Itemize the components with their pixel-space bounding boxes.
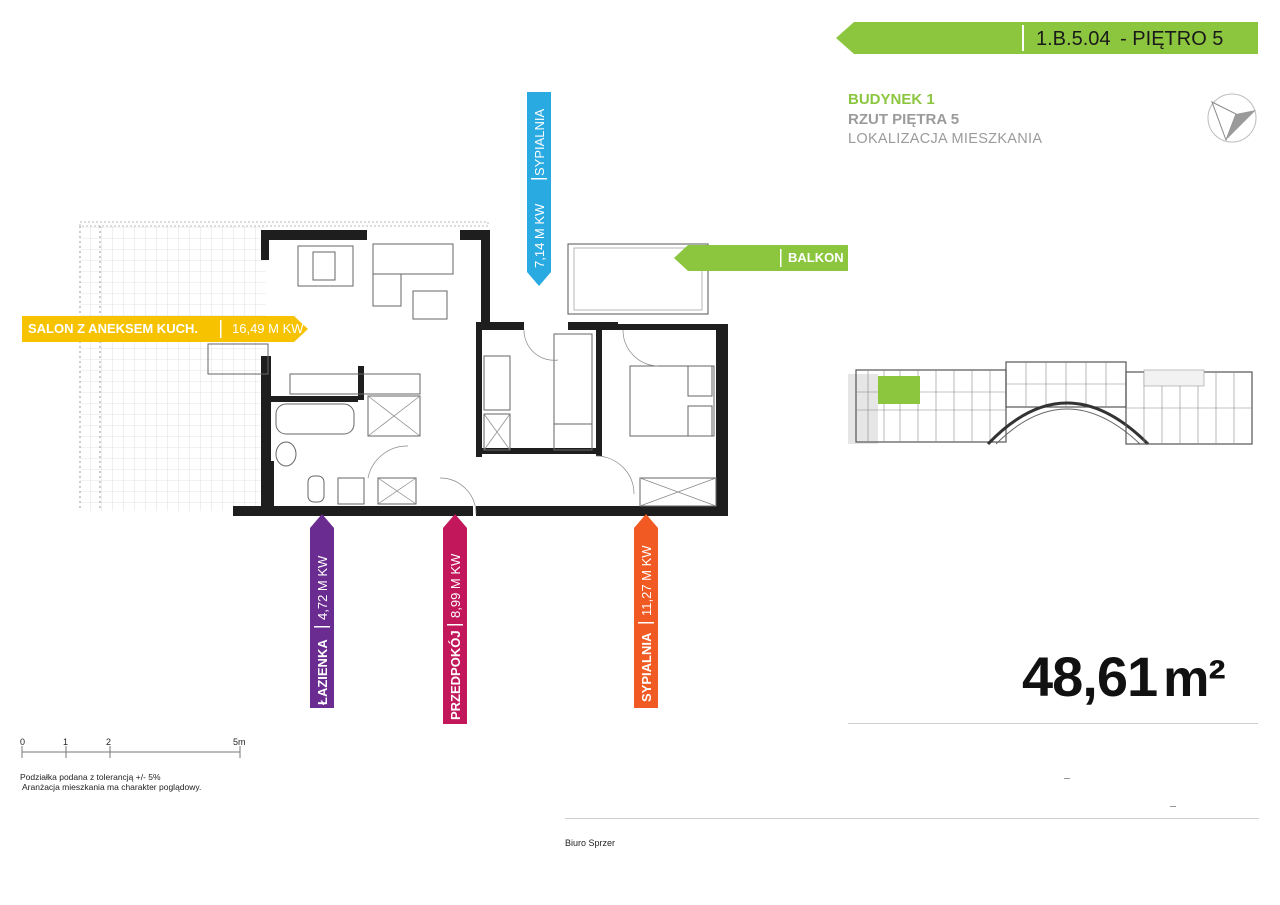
- scale-tick-0: 0: [20, 737, 26, 747]
- mark: [1170, 806, 1176, 807]
- balkon-label: BALKON: [674, 245, 848, 271]
- building-key-plan: [848, 361, 1253, 446]
- sypialnia-top-area: 7,14 M KW: [532, 203, 547, 268]
- sypialnia-top-arrow: [527, 92, 551, 286]
- lazienka-arrow: [310, 514, 334, 708]
- floor-label: - PIĘTRO 5: [1120, 28, 1224, 50]
- scale-tick-1: 1: [63, 737, 69, 747]
- salon-area: 16,49 M KW: [232, 321, 304, 336]
- balkon-name: BALKON: [788, 250, 844, 265]
- scale-tick-5m: 5m: [233, 737, 246, 747]
- total-area-unit: m²: [1163, 650, 1226, 708]
- przedpokoj-area: 8,99 M KW: [448, 553, 463, 618]
- unit-code: 1.B.5.04: [1036, 28, 1111, 50]
- przedpokoj-arrow: [443, 514, 467, 724]
- sypialnia-bottom-area: 11,27 M KW: [639, 545, 654, 616]
- compass-icon: [1207, 93, 1257, 143]
- location-label: LOKALIZACJA MIESZKANIA: [848, 131, 1043, 147]
- sypialnia-top-name: SYPIALNIA: [532, 108, 547, 176]
- salon-name: SALON Z ANEKSEM KUCH.: [28, 321, 198, 336]
- floor-plan-label: RZUT PIĘTRA 5: [848, 111, 960, 128]
- sypialnia-bottom-arrow: [634, 514, 658, 708]
- tolerance-note: Podziałka podana z tolerancją +/- 5%: [20, 772, 161, 782]
- lazienka-name: ŁAZIENKA: [315, 639, 330, 705]
- unit-title: 1.B.5.04 - PIĘTRO 5: [1036, 22, 1223, 54]
- total-area-value: 48,61: [1022, 645, 1158, 708]
- sypialnia-bottom-name: SYPIALNIA: [639, 632, 654, 702]
- scale-tick-2: 2: [106, 737, 112, 747]
- mark: [1064, 778, 1070, 779]
- building-name: BUDYNEK 1: [848, 91, 935, 108]
- salon-label: SALON Z ANEKSEM KUCH. 16,49 M KW: [22, 316, 308, 342]
- scale-bar: [21, 746, 241, 758]
- banner-arrow-shape: [836, 22, 1258, 54]
- footer-office: Biuro Sprzer: [565, 838, 616, 848]
- divider-line: [848, 723, 1258, 724]
- footer-divider: [565, 818, 1259, 819]
- unit-banner: 1.B.5.04 - PIĘTRO 5: [836, 22, 1258, 54]
- lazienka-area: 4,72 M KW: [315, 555, 330, 620]
- przedpokoj-name: PRZEDPOKÓJ: [448, 630, 463, 720]
- floor-plan: [79, 221, 728, 516]
- arrangement-note: Aranżacja mieszkania ma charakter pogląd…: [22, 782, 202, 792]
